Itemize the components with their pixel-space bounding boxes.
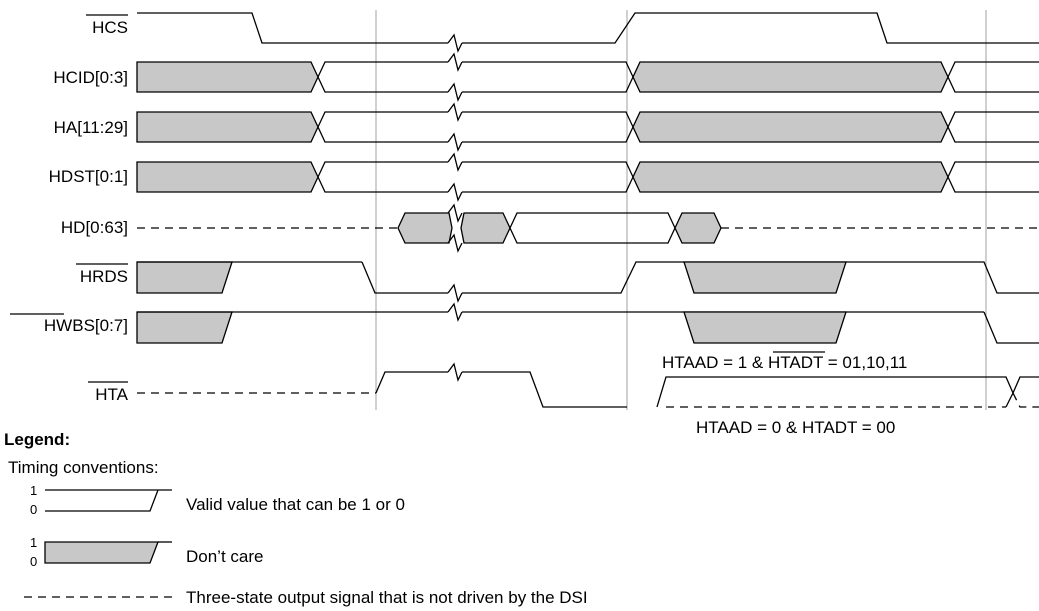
- label-hrds: HRDS: [80, 267, 128, 286]
- wave-hcs: [137, 12, 1039, 44]
- label-ha: HA[11:29]: [54, 118, 128, 137]
- label-hd: HD[0:63]: [61, 218, 128, 237]
- label-hwbs-suffix: [0:7]: [95, 316, 128, 335]
- legend-three-state: Three-state output signal that is not dr…: [24, 588, 588, 607]
- label-hwbs: HWBS[0:7]: [44, 316, 128, 335]
- break-marks: [447, 33, 463, 382]
- hta-annotation-upper-suffix: = 01,10,11: [823, 353, 907, 372]
- legend-three-state-text: Three-state output signal that is not dr…: [186, 588, 588, 607]
- hta-annotation-upper-overlined: HTADT: [768, 353, 823, 372]
- wave-hdst: [136, 161, 1039, 193]
- label-hdst: HDST[0:1]: [49, 167, 128, 186]
- label-hwbs-prefix: HWBS: [44, 316, 95, 335]
- wave-hcid: [136, 61, 1039, 93]
- hta-annotation-upper: HTAAD = 1 & HTADT = 01,10,11: [662, 353, 907, 372]
- label-hta: HTA: [95, 385, 128, 404]
- legend-dont-care: 1 0 Don’t care: [30, 535, 263, 569]
- reference-lines: [375, 10, 987, 410]
- legend-subtitle: Timing conventions:: [8, 458, 159, 477]
- legend-dont-care-zero: 0: [30, 554, 37, 569]
- wave-hd: [137, 212, 1039, 244]
- legend-valid-text: Valid value that can be 1 or 0: [186, 495, 405, 514]
- legend-dont-care-text: Don’t care: [186, 547, 263, 566]
- label-hcs: HCS: [92, 18, 128, 37]
- wave-ha: [136, 111, 1039, 143]
- wave-hta: [137, 371, 1039, 408]
- hta-annotation-upper-prefix: HTAAD = 1 &: [662, 353, 768, 372]
- legend-valid: 1 0 Valid value that can be 1 or 0: [30, 483, 405, 517]
- wave-hwbs: [136, 311, 1039, 344]
- legend-valid-one: 1: [30, 483, 37, 498]
- hta-annotation-lower: HTAAD = 0 & HTADT = 00: [696, 418, 895, 437]
- legend-title: Legend:: [4, 430, 70, 449]
- legend-dont-care-one: 1: [30, 535, 37, 550]
- legend-valid-zero: 0: [30, 502, 37, 517]
- wave-hrds: [136, 261, 1039, 294]
- label-hcid: HCID[0:3]: [53, 68, 128, 87]
